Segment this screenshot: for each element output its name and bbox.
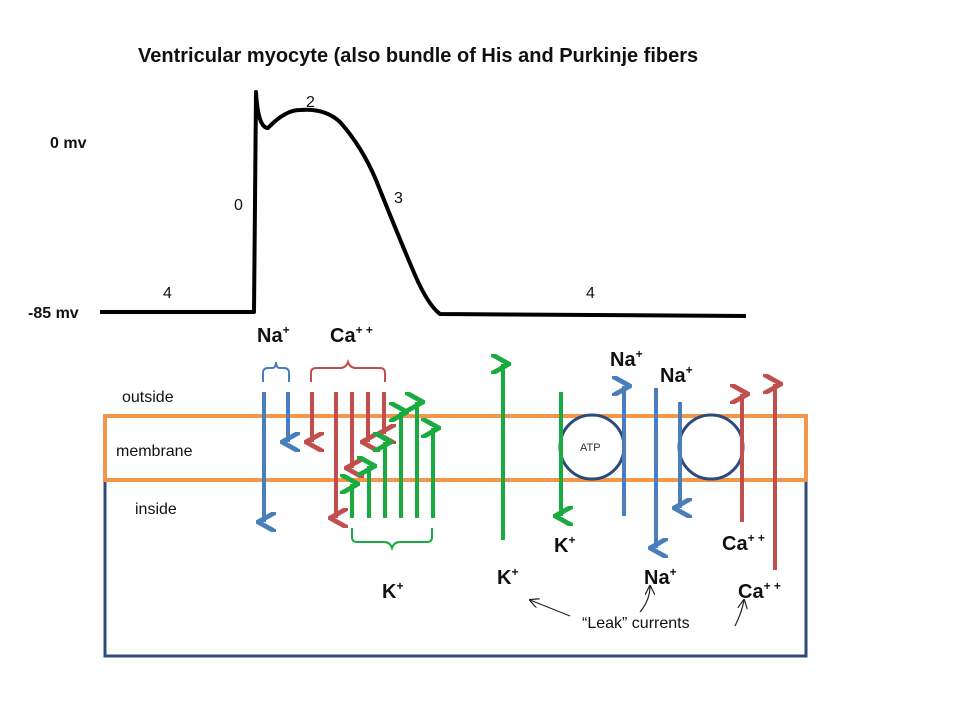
ion-label-ca-right1: Ca+ + [722, 531, 765, 555]
leak-currents-label: “Leak” currents [582, 615, 690, 632]
voltage-label-rest: -85 mv [28, 305, 79, 322]
pump-atp-label: ATP [580, 442, 601, 454]
leak-pointer-na [639, 586, 650, 613]
phase-label-0: 0 [234, 197, 243, 214]
action-potential-trace [100, 90, 747, 318]
ca-brace [310, 358, 386, 382]
region-label-outside: outside [122, 389, 174, 406]
na-brace [262, 361, 290, 382]
region-label-membrane: membrane [116, 443, 193, 460]
voltage-label-zero: 0 mv [50, 135, 87, 152]
phase-label-3: 3 [394, 190, 403, 207]
ion-label-na-top-left: Na+ [257, 323, 290, 347]
ion-label-ca-leak: Ca+ + [738, 579, 781, 603]
ion-label-ca-top: Ca+ + [330, 323, 373, 347]
phase-label-2: 2 [306, 94, 315, 111]
k-brace [351, 528, 433, 552]
leak-pointer-k [530, 600, 571, 617]
ion-label-k-leak: K+ [497, 565, 518, 589]
ion-label-k-pump: K+ [554, 533, 575, 557]
na-ca-exchanger [677, 413, 745, 481]
region-label-inside: inside [135, 501, 177, 518]
ion-label-k-bottom-left: K+ [382, 579, 403, 603]
phase-label-4-right: 4 [586, 285, 595, 302]
cell-membrane [103, 414, 808, 482]
ion-label-na-pump-top2: Na+ [660, 363, 693, 387]
ion-label-na-leak: Na+ [644, 565, 677, 589]
diagram-title: Ventricular myocyte (also bundle of His … [138, 45, 698, 67]
cell-interior-outline [103, 480, 808, 658]
ion-label-na-pump-top1: Na+ [610, 347, 643, 371]
phase-label-4-left: 4 [163, 285, 172, 302]
leak-pointer-ca [734, 600, 744, 627]
